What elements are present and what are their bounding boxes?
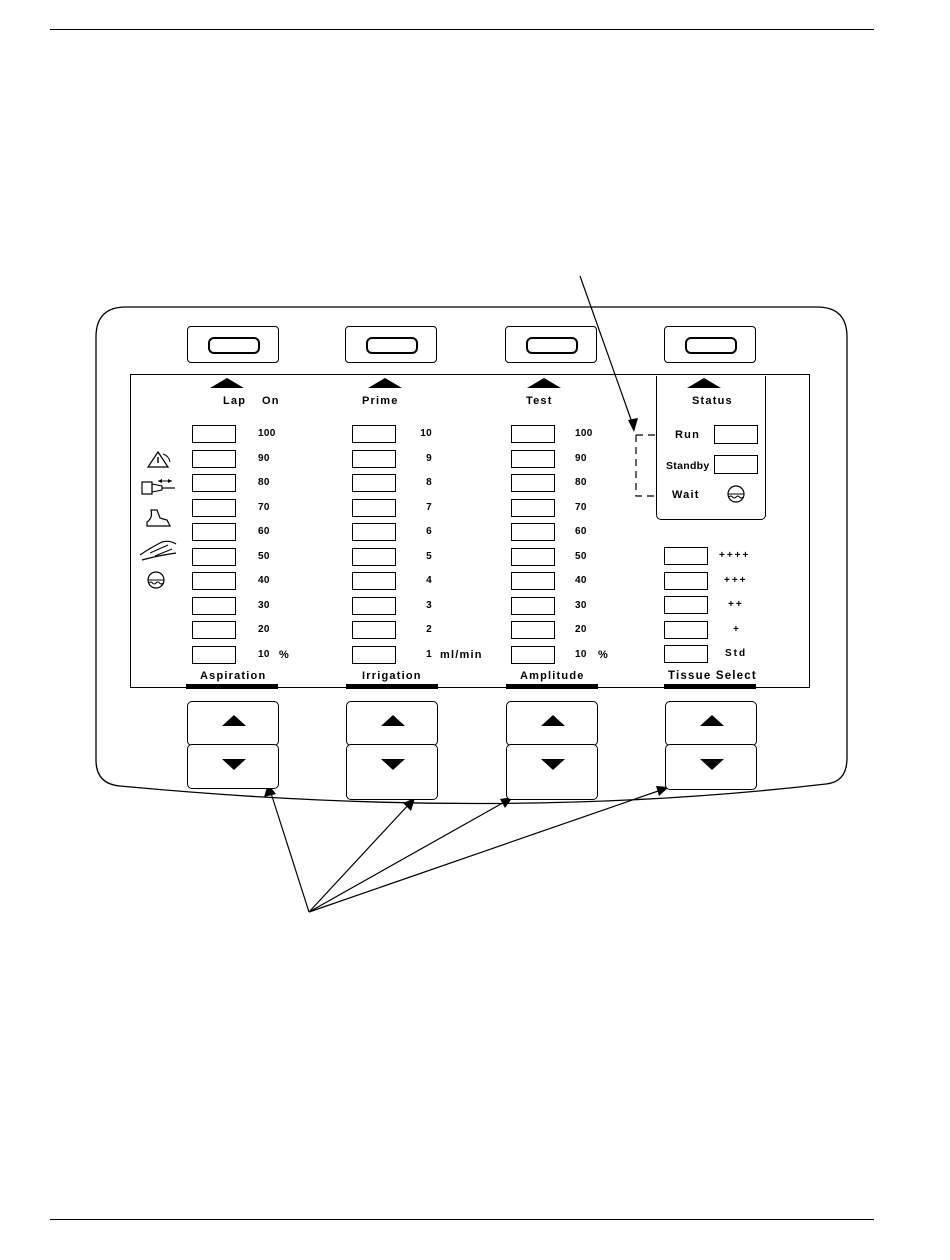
down-arrow-icon — [381, 759, 405, 770]
aspiration-scale-label: 50 — [258, 551, 270, 562]
amplitude-scale-label: 30 — [575, 600, 587, 611]
irrigation-up-button[interactable] — [346, 701, 438, 746]
irrigation-unit: ml/min — [440, 649, 483, 661]
aspiration-scale-label: 80 — [258, 477, 270, 488]
irrigation-led — [352, 646, 396, 664]
aspiration-up-button[interactable] — [187, 701, 279, 746]
amplitude-led — [511, 548, 555, 566]
tissue-select-label: Tissue Select — [668, 670, 757, 682]
tissue-level-label: ++++ — [719, 550, 750, 561]
irrigation-led — [352, 548, 396, 566]
tissue-select-bar — [664, 684, 756, 689]
aspiration-scale-label: 90 — [258, 453, 270, 464]
amplitude-led — [511, 572, 555, 590]
irrigation-down-button[interactable] — [346, 744, 438, 800]
aspiration-led — [192, 450, 236, 468]
aspiration-led — [192, 597, 236, 615]
aspiration-scale-label: 20 — [258, 624, 270, 635]
tissue-led — [664, 621, 708, 639]
aspiration-scale-label: 100 — [258, 428, 276, 439]
down-arrow-icon — [541, 759, 565, 770]
amplitude-led — [511, 523, 555, 541]
aspiration-led — [192, 523, 236, 541]
amplitude-scale-label: 80 — [575, 477, 587, 488]
amplitude-scale-label: 10 — [575, 649, 587, 660]
down-arrow-icon — [700, 759, 724, 770]
amplitude-led — [511, 621, 555, 639]
tissue-level-label: Std — [725, 648, 747, 659]
aspiration-led — [192, 548, 236, 566]
irrigation-led — [352, 425, 396, 443]
aspiration-down-button[interactable] — [187, 744, 279, 789]
amplitude-scale-label: 20 — [575, 624, 587, 635]
amplitude-scale-label: 100 — [575, 428, 593, 439]
aspiration-scale-label: 60 — [258, 526, 270, 537]
up-arrow-icon — [222, 715, 246, 726]
amplitude-led — [511, 474, 555, 492]
irrigation-scale-label: 4 — [402, 575, 432, 586]
tissue-led — [664, 645, 708, 663]
amplitude-led — [511, 499, 555, 517]
irrigation-bar — [346, 684, 438, 689]
aspiration-label: Aspiration — [200, 670, 266, 682]
irrigation-led — [352, 597, 396, 615]
down-arrow-icon — [222, 759, 246, 770]
irrigation-scale-label: 2 — [402, 624, 432, 635]
irrigation-scale-label: 3 — [402, 600, 432, 611]
amplitude-down-button[interactable] — [506, 744, 598, 800]
amplitude-label: Amplitude — [520, 670, 585, 682]
irrigation-scale-label: 9 — [402, 453, 432, 464]
irrigation-label: Irrigation — [362, 670, 422, 682]
amplitude-led — [511, 450, 555, 468]
aspiration-led — [192, 646, 236, 664]
tissue-led — [664, 572, 708, 590]
tissue-level-label: + — [733, 624, 741, 635]
up-arrow-icon — [700, 715, 724, 726]
irrigation-led — [352, 499, 396, 517]
amplitude-scale-label: 50 — [575, 551, 587, 562]
amplitude-led — [511, 646, 555, 664]
tissue-up-button[interactable] — [665, 701, 757, 746]
amplitude-scale-label: 70 — [575, 502, 587, 513]
amplitude-scale-label: 40 — [575, 575, 587, 586]
irrigation-led — [352, 621, 396, 639]
up-arrow-icon — [381, 715, 405, 726]
aspiration-unit: % — [279, 649, 290, 661]
amplitude-scale-label: 60 — [575, 526, 587, 537]
aspiration-led — [192, 425, 236, 443]
aspiration-led — [192, 474, 236, 492]
amplitude-unit: % — [598, 649, 609, 661]
amplitude-led — [511, 425, 555, 443]
irrigation-scale-label: 7 — [402, 502, 432, 513]
irrigation-scale-label: 1 — [402, 649, 432, 660]
aspiration-bar — [186, 684, 278, 689]
aspiration-led — [192, 621, 236, 639]
irrigation-led — [352, 523, 396, 541]
tissue-led — [664, 596, 708, 614]
irrigation-scale-label: 6 — [402, 526, 432, 537]
aspiration-scale-label: 40 — [258, 575, 270, 586]
amplitude-bar — [506, 684, 598, 689]
up-arrow-icon — [541, 715, 565, 726]
tissue-led — [664, 547, 708, 565]
irrigation-led — [352, 450, 396, 468]
irrigation-led — [352, 474, 396, 492]
aspiration-scale-label: 30 — [258, 600, 270, 611]
aspiration-led — [192, 499, 236, 517]
tissue-level-label: ++ — [728, 599, 744, 610]
aspiration-led — [192, 572, 236, 590]
aspiration-scale-label: 70 — [258, 502, 270, 513]
irrigation-led — [352, 572, 396, 590]
tissue-level-label: +++ — [724, 575, 748, 586]
irrigation-scale-label: 5 — [402, 551, 432, 562]
tissue-down-button[interactable] — [665, 744, 757, 790]
amplitude-led — [511, 597, 555, 615]
amplitude-up-button[interactable] — [506, 701, 598, 746]
aspiration-scale-label: 10 — [258, 649, 270, 660]
amplitude-scale-label: 90 — [575, 453, 587, 464]
irrigation-scale-label: 8 — [402, 477, 432, 488]
irrigation-scale-label: 10 — [402, 428, 432, 439]
